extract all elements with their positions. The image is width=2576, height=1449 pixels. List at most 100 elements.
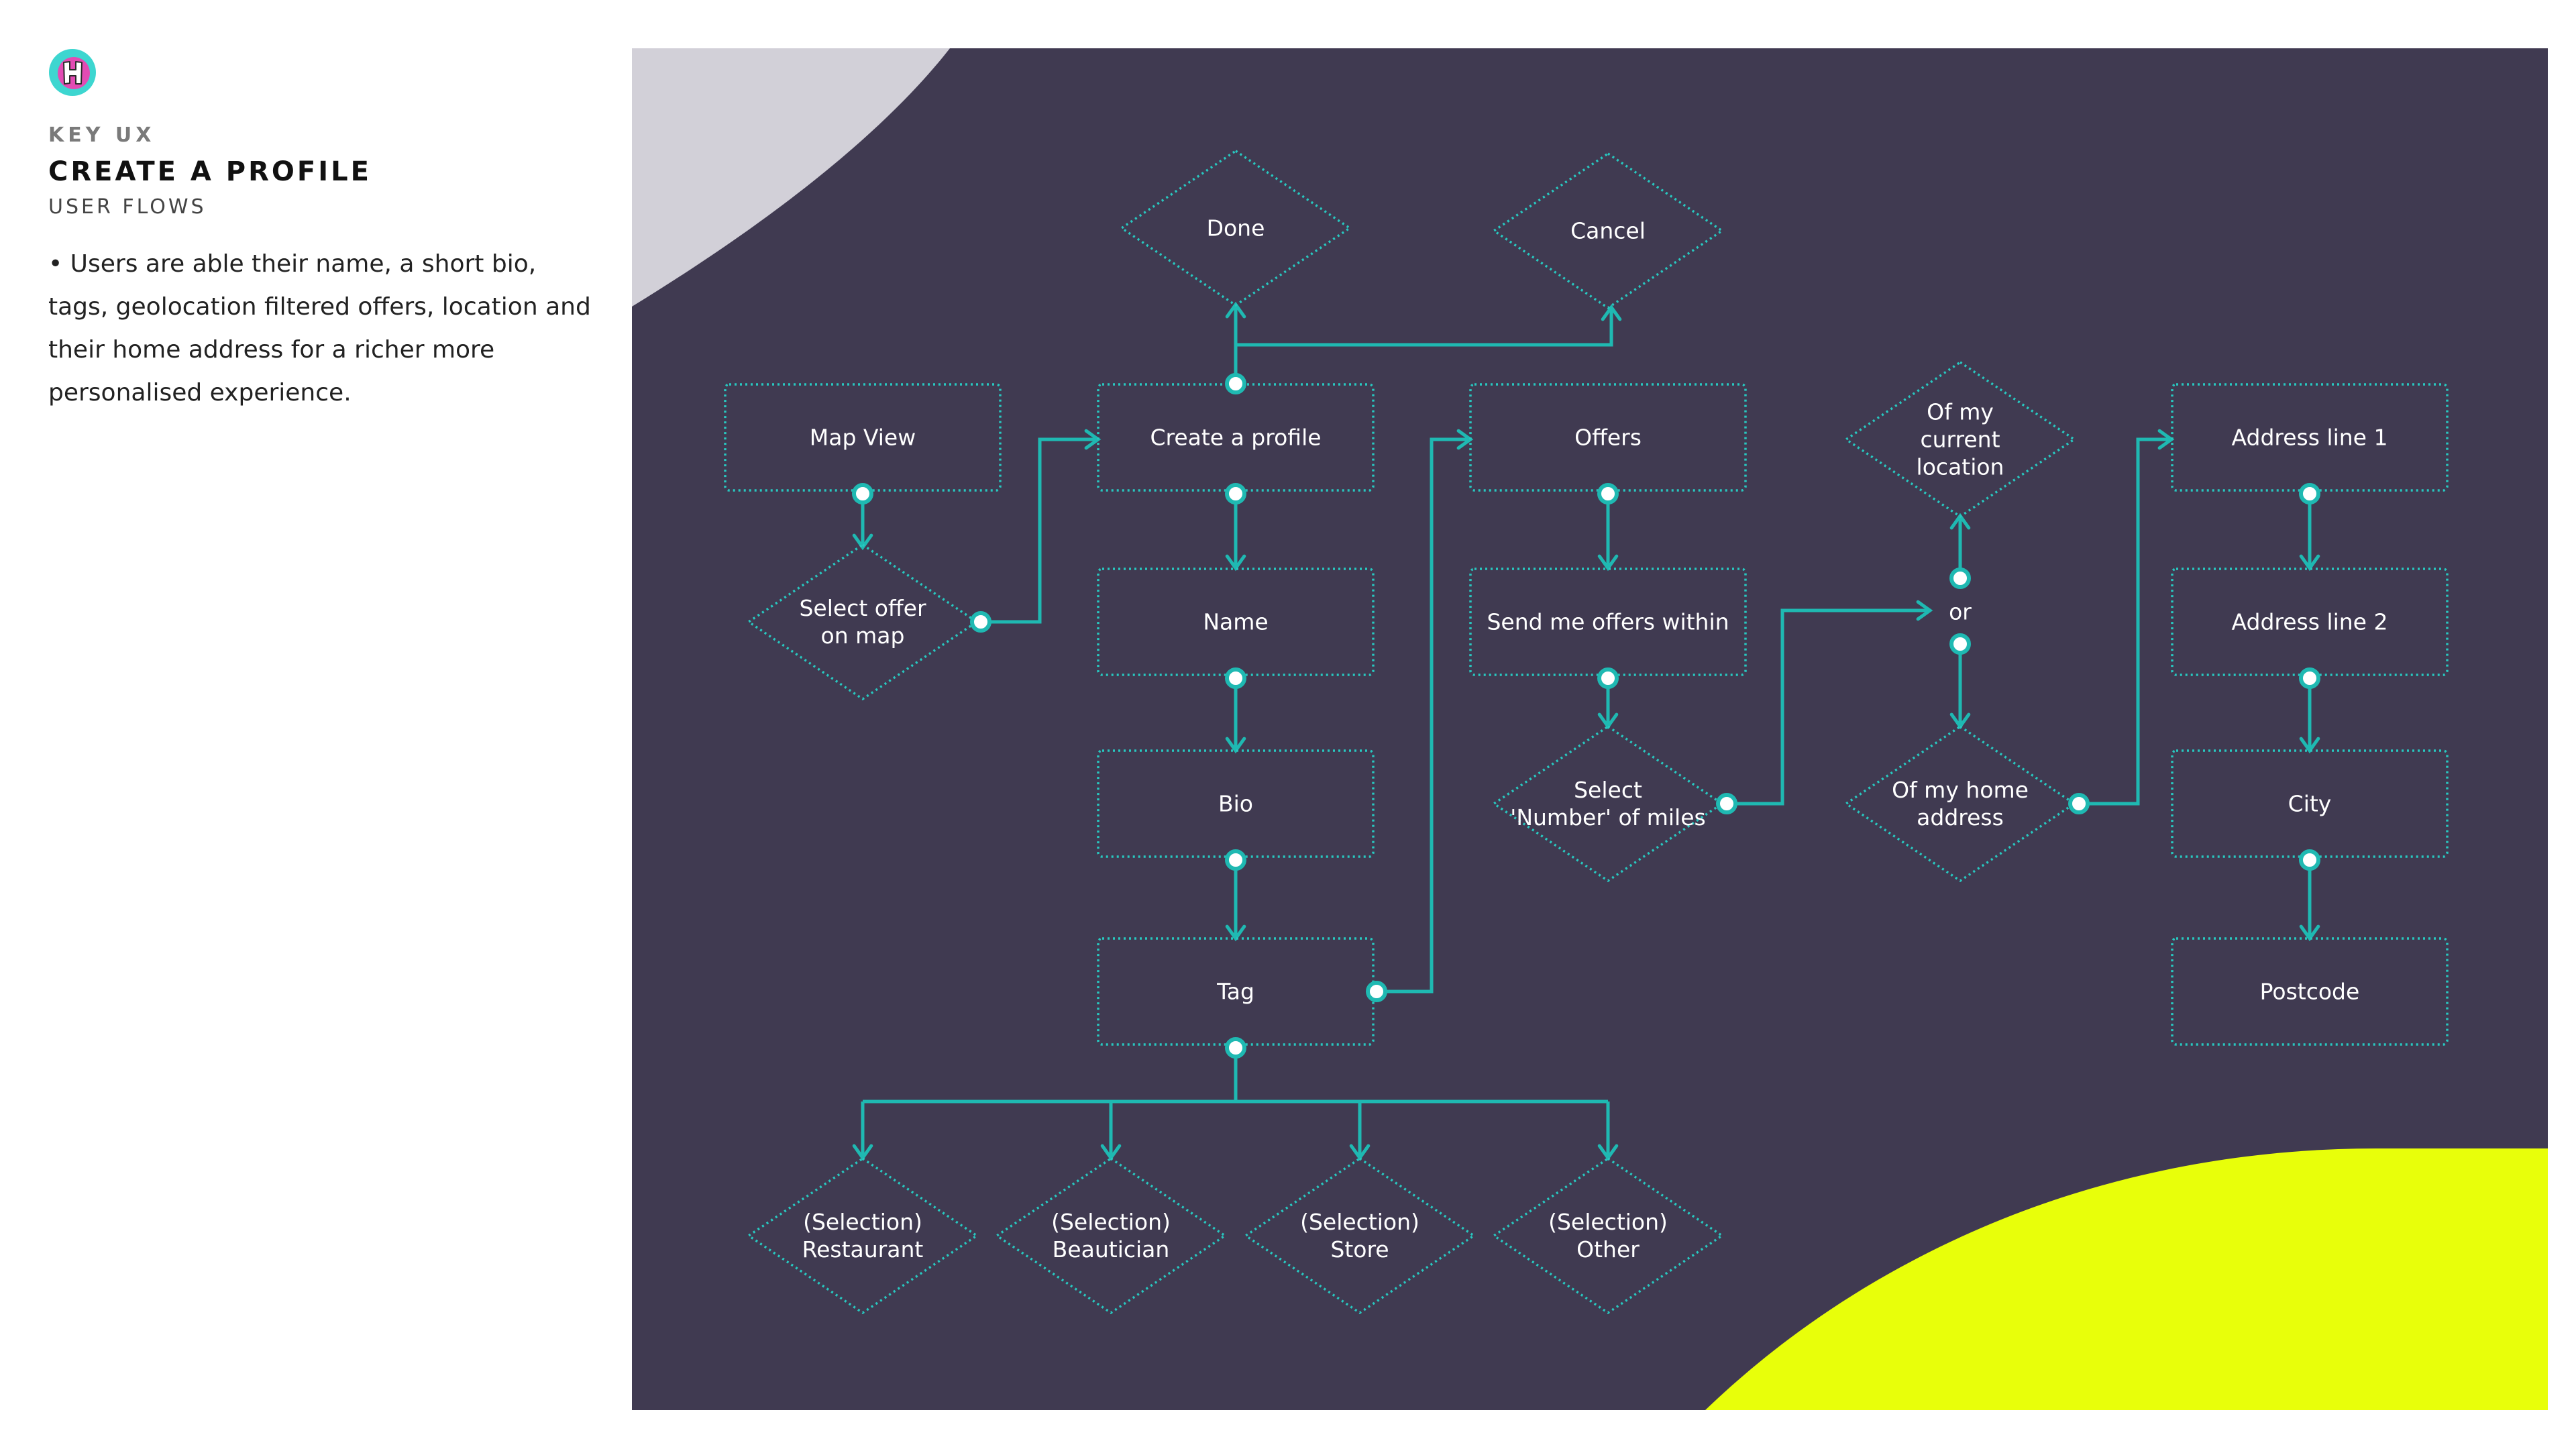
- node-label: Send me offers within: [1487, 609, 1729, 635]
- node-store[interactable]: (Selection)Store: [1243, 1157, 1477, 1315]
- decision-diamond: [1119, 149, 1352, 307]
- arrowhead: [852, 533, 873, 551]
- arrowhead: [1225, 737, 1246, 754]
- arrowhead: [2299, 924, 2320, 942]
- node-label: or: [1949, 599, 1972, 625]
- connector-port[interactable]: [1366, 981, 1387, 1002]
- node-postcode[interactable]: Postcode: [2171, 937, 2449, 1046]
- node-label: Store: [1330, 1236, 1389, 1263]
- arrowhead: [1084, 429, 1102, 450]
- node-send-offers[interactable]: Send me offers within: [1469, 568, 1747, 676]
- node-label: Map View: [810, 425, 916, 451]
- arrowhead: [1597, 1144, 1619, 1161]
- decision-diamond: [1243, 1157, 1477, 1315]
- connector-line: [981, 437, 1098, 624]
- node-address-line-1[interactable]: Address line 1: [2171, 383, 2449, 492]
- connector-line: [1377, 437, 1470, 994]
- connector-port[interactable]: [852, 483, 873, 504]
- connector-port[interactable]: [2068, 793, 2090, 814]
- page-title: CREATE A PROFILE: [48, 156, 372, 187]
- node-label: Of my home: [1892, 777, 2029, 803]
- connector-port[interactable]: [2299, 483, 2320, 504]
- connector-port[interactable]: [1225, 849, 1246, 871]
- decision-diamond: [1843, 724, 2077, 883]
- description-text: • Users are able their name, a short bio…: [48, 250, 591, 407]
- node-cancel[interactable]: Cancel: [1491, 152, 1725, 310]
- section-kicker: KEY UX: [48, 123, 156, 147]
- connector-port[interactable]: [1949, 633, 1971, 655]
- node-label: Beautician: [1053, 1236, 1170, 1263]
- connector-port[interactable]: [1225, 483, 1246, 504]
- connector-port[interactable]: [1225, 373, 1246, 394]
- node-label: current: [1920, 427, 2000, 453]
- connector-port[interactable]: [1949, 568, 1971, 589]
- node-tag[interactable]: Tag: [1097, 937, 1375, 1046]
- node-label: (Selection): [1548, 1209, 1668, 1235]
- corner-shape-top-left: [632, 48, 950, 307]
- connector-port[interactable]: [2299, 667, 2320, 689]
- decision-diamond: [1491, 1157, 1725, 1315]
- arrowhead: [1225, 924, 1246, 942]
- decision-diamond: [1491, 152, 1725, 310]
- node-label: Restaurant: [802, 1236, 924, 1263]
- node-address-line-2[interactable]: Address line 2: [2171, 568, 2449, 676]
- arrowhead: [1601, 304, 1622, 321]
- node-city[interactable]: City: [2171, 749, 2449, 858]
- node-or[interactable]: or: [1949, 599, 1972, 625]
- connector-port[interactable]: [1597, 483, 1619, 504]
- arrowhead: [1597, 554, 1619, 572]
- corner-shape-bottom-right: [1705, 1148, 2548, 1410]
- node-label: Of my: [1927, 399, 1994, 425]
- node-label: Create a profile: [1150, 425, 1321, 451]
- connector-port[interactable]: [1716, 793, 1737, 814]
- arrowhead: [1225, 554, 1246, 572]
- node-restaurant[interactable]: (Selection)Restaurant: [746, 1157, 979, 1315]
- connector-port[interactable]: [1597, 667, 1619, 689]
- node-label: Name: [1203, 609, 1268, 635]
- decision-diamond: [746, 1157, 979, 1315]
- connector-port[interactable]: [970, 611, 991, 633]
- node-name[interactable]: Name: [1097, 568, 1375, 676]
- node-select-miles[interactable]: Select'Number' of miles: [1491, 724, 1725, 883]
- node-other[interactable]: (Selection)Other: [1491, 1157, 1725, 1315]
- node-label: Address line 2: [2232, 609, 2388, 635]
- node-label: Bio: [1218, 791, 1253, 817]
- node-done[interactable]: Done: [1119, 149, 1352, 307]
- arrowhead: [852, 1144, 873, 1161]
- decision-diamond: [1843, 360, 2077, 519]
- node-map-view[interactable]: Map View: [724, 383, 1002, 492]
- connector-ports: [852, 373, 2320, 1059]
- connector-port[interactable]: [1225, 667, 1246, 689]
- h-logo-icon: [49, 49, 96, 96]
- node-create-profile[interactable]: Create a profile: [1097, 383, 1375, 492]
- node-label: Postcode: [2260, 979, 2360, 1005]
- arrowhead: [2157, 429, 2175, 450]
- node-label: on map: [821, 623, 905, 649]
- node-label: Cancel: [1570, 218, 1646, 244]
- node-beautician[interactable]: (Selection)Beautician: [994, 1157, 1228, 1315]
- connector-line: [1727, 608, 1930, 806]
- connector-port[interactable]: [1225, 1037, 1246, 1059]
- arrowhead: [1349, 1144, 1371, 1161]
- arrowhead: [1916, 600, 1933, 621]
- process-box: [2171, 937, 2449, 1046]
- connector-port[interactable]: [2299, 849, 2320, 871]
- node-label: Address line 1: [2232, 425, 2388, 451]
- node-label: Offers: [1574, 425, 1642, 451]
- node-label: (Selection): [1300, 1209, 1419, 1235]
- decision-diamond: [746, 543, 979, 701]
- node-bio[interactable]: Bio: [1097, 749, 1375, 858]
- node-offers[interactable]: Offers: [1469, 383, 1747, 492]
- node-label: Done: [1207, 215, 1265, 241]
- arrowhead: [2299, 554, 2320, 572]
- decision-diamond: [994, 1157, 1228, 1315]
- page-subtitle: USER FLOWS: [48, 195, 207, 219]
- node-label: Select offer: [799, 595, 926, 621]
- sidebar: KEY UX CREATE A PROFILE USER FLOWS • Use…: [48, 48, 598, 415]
